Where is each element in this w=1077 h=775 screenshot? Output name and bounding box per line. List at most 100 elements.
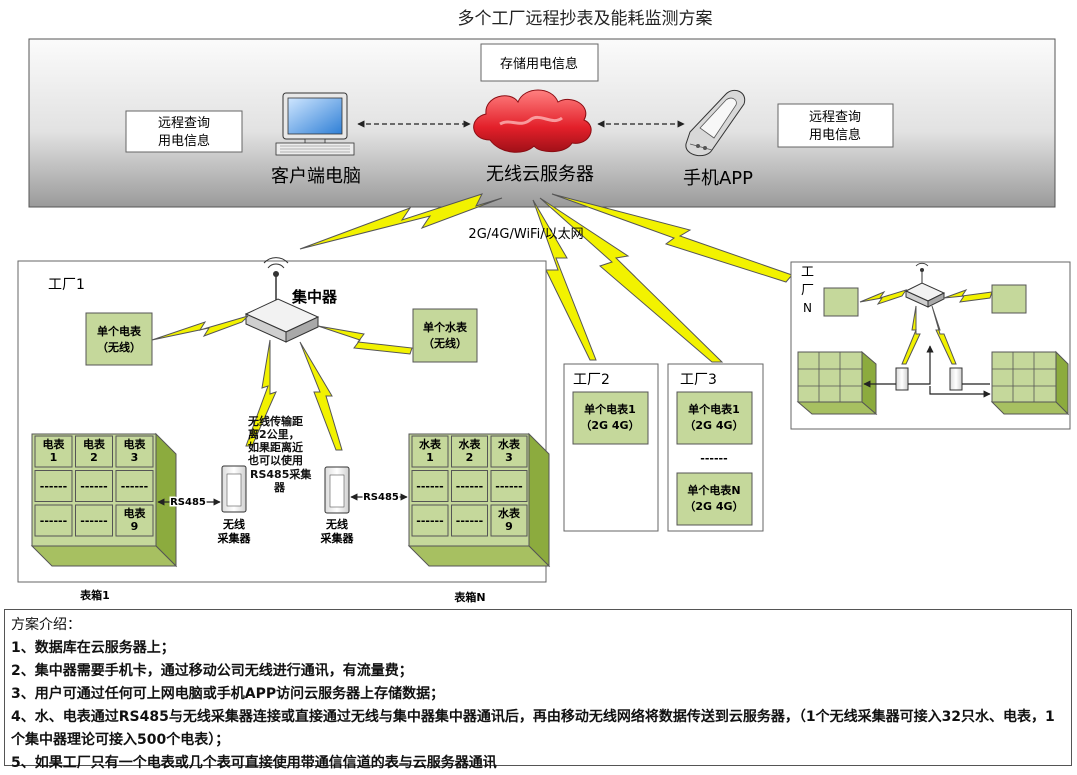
right-query-line2: 用电信息 bbox=[809, 127, 861, 143]
boxN-cell-label: ------ bbox=[416, 515, 443, 528]
boxN-cell-label: 9 bbox=[505, 520, 513, 533]
box1-cell bbox=[75, 470, 113, 502]
factory1-bolts bbox=[151, 315, 413, 451]
rs485-left-label: RS485 bbox=[170, 497, 206, 508]
boxN-cell bbox=[451, 435, 488, 468]
notes-heading: 方案介绍： bbox=[11, 617, 81, 633]
factoryN-title-3: N bbox=[803, 301, 812, 315]
svg-text:离2公里，: 离2公里， bbox=[248, 427, 300, 441]
box1-caption: 表箱1 bbox=[79, 588, 110, 602]
box1-cell bbox=[115, 435, 154, 468]
collector-left-line1: 无线 bbox=[222, 517, 245, 531]
notes-item-3: 3、用户可通过任何可上网电脑或手机APP访问云服务器上存储数据； bbox=[11, 686, 445, 702]
box1-cell bbox=[34, 435, 73, 468]
boxN-cells: 水表1水表2水表3------------------------------水… bbox=[411, 435, 528, 537]
left-query-box bbox=[125, 110, 243, 153]
boxN-cell-label: 水表 bbox=[459, 437, 482, 451]
box1-cell bbox=[115, 504, 154, 537]
box1-cell-label: 电表 bbox=[124, 437, 147, 451]
box1-cell-label: ------ bbox=[80, 515, 107, 528]
right-query-line1: 远程查询 bbox=[809, 110, 861, 125]
f1-meter-right-line1: 单个水表 bbox=[423, 320, 468, 334]
box1-cell-label: 电表 bbox=[83, 437, 106, 451]
collector-left-line2: 采集器 bbox=[217, 531, 252, 545]
factory3-title: 工厂3 bbox=[680, 372, 717, 388]
wireless-note: 无线传输距 离2公里， 如果距离近 也可以使用 RS485采集 器 bbox=[247, 414, 312, 494]
box1-cell bbox=[75, 435, 113, 468]
f3-meter1-line2: （2G 4G） bbox=[684, 419, 743, 432]
boxN-cell bbox=[451, 504, 488, 537]
fN-meter-left bbox=[823, 287, 859, 317]
fN-meter-box-left bbox=[796, 350, 878, 416]
boxN-cell-label: 水表 bbox=[498, 506, 521, 520]
network-bolts bbox=[299, 193, 793, 363]
storage-label: 存储用电信息 bbox=[500, 56, 578, 72]
f3-meter1-line1: 单个电表1 bbox=[688, 402, 740, 416]
box1-cell bbox=[75, 504, 113, 537]
boxN-cell bbox=[490, 470, 528, 502]
boxN-cell-label: ------ bbox=[416, 480, 443, 493]
notes-item-2: 2、集中器需要手机卡，通过移动公司无线进行通讯，有流量费； bbox=[11, 663, 413, 679]
f1-meter-right bbox=[412, 308, 478, 363]
boxN-cell-label: ------ bbox=[495, 480, 522, 493]
boxN-cell bbox=[411, 504, 449, 537]
boxN-cell bbox=[490, 435, 528, 468]
f1-meter-left bbox=[85, 312, 153, 366]
f3-meterN bbox=[676, 472, 753, 526]
box1-cell-label: 3 bbox=[131, 451, 139, 464]
box1-cell-label: ------ bbox=[121, 480, 148, 493]
box1-cell bbox=[34, 470, 73, 502]
box1-cell-label: 电表 bbox=[124, 506, 147, 520]
box1-cell-label: ------ bbox=[40, 480, 67, 493]
fN-collectors bbox=[895, 367, 963, 391]
f3-meterN-line1: 单个电表N bbox=[687, 483, 740, 497]
f1-meter-left-line2: （无线） bbox=[97, 340, 141, 354]
box1-cell bbox=[115, 470, 154, 502]
boxN-caption: 表箱N bbox=[453, 590, 485, 604]
boxN-cell-label: 3 bbox=[505, 451, 513, 464]
boxN-cell-label: ------ bbox=[456, 515, 483, 528]
notes-item-5: 5、如果工厂只有一个电表或几个表可直接使用带通信信道的表与云服务器通讯 bbox=[11, 755, 497, 771]
f1-meter-left-line1: 单个电表 bbox=[97, 324, 142, 338]
rs485-right-label: RS485 bbox=[363, 492, 399, 503]
notes-item-1: 1、数据库在云服务器上； bbox=[11, 640, 175, 656]
collector-right-icon bbox=[324, 466, 350, 514]
f2-meter1-line2: （2G 4G） bbox=[580, 419, 639, 432]
svg-text:如果距离近: 如果距离近 bbox=[248, 440, 303, 454]
boxN-cell-label: 水表 bbox=[498, 437, 521, 451]
boxN-cell-label: 1 bbox=[426, 451, 434, 464]
fN-wiring bbox=[863, 345, 991, 398]
f1-meter-right-line2: （无线） bbox=[423, 336, 467, 350]
factory2-box bbox=[563, 363, 659, 532]
left-query-line1: 远程查询 bbox=[158, 116, 210, 131]
fN-bolts bbox=[859, 289, 993, 365]
boxN-cell-label: 2 bbox=[466, 451, 474, 464]
svg-text:也可以使用: 也可以使用 bbox=[248, 453, 303, 467]
diagram-canvas: 多个工厂远程抄表及能耗监测方案 存储用电信息 远程查询 用电信息 远程查询 用电… bbox=[17, 9, 1071, 604]
box1-cell-label: 电表 bbox=[43, 437, 66, 451]
boxN-cell bbox=[411, 470, 449, 502]
box1-cell-label: ------ bbox=[40, 515, 67, 528]
fN-concentrator-icon bbox=[904, 262, 946, 308]
f3-dots: ------ bbox=[700, 452, 727, 465]
concentrator-label: 集中器 bbox=[291, 288, 338, 306]
factoryN-title-1: 工 bbox=[801, 265, 814, 280]
boxN-cell bbox=[411, 435, 449, 468]
collector-left-icon bbox=[221, 465, 247, 513]
f3-meter1 bbox=[676, 391, 753, 445]
boxN-cell bbox=[490, 504, 528, 537]
svg-text:无线传输距: 无线传输距 bbox=[247, 414, 303, 428]
box1-cell-label: ------ bbox=[80, 480, 107, 493]
app-label: 手机APP bbox=[683, 168, 753, 189]
collector-right-line2: 采集器 bbox=[320, 531, 355, 545]
computer-icon bbox=[275, 92, 355, 156]
diagram-title: 多个工厂远程抄表及能耗监测方案 bbox=[458, 9, 713, 29]
box1-cell bbox=[34, 504, 73, 537]
boxN-cell bbox=[451, 470, 488, 502]
fN-meter-box-right bbox=[990, 350, 1070, 416]
box1-cells: 电表1电表2电表3------------------------------电… bbox=[34, 435, 154, 537]
factory1-title: 工厂1 bbox=[48, 277, 85, 293]
factoryN-title-2: 厂 bbox=[801, 283, 814, 298]
concentrator-icon bbox=[244, 257, 320, 343]
collector-right-line1: 无线 bbox=[325, 517, 348, 531]
